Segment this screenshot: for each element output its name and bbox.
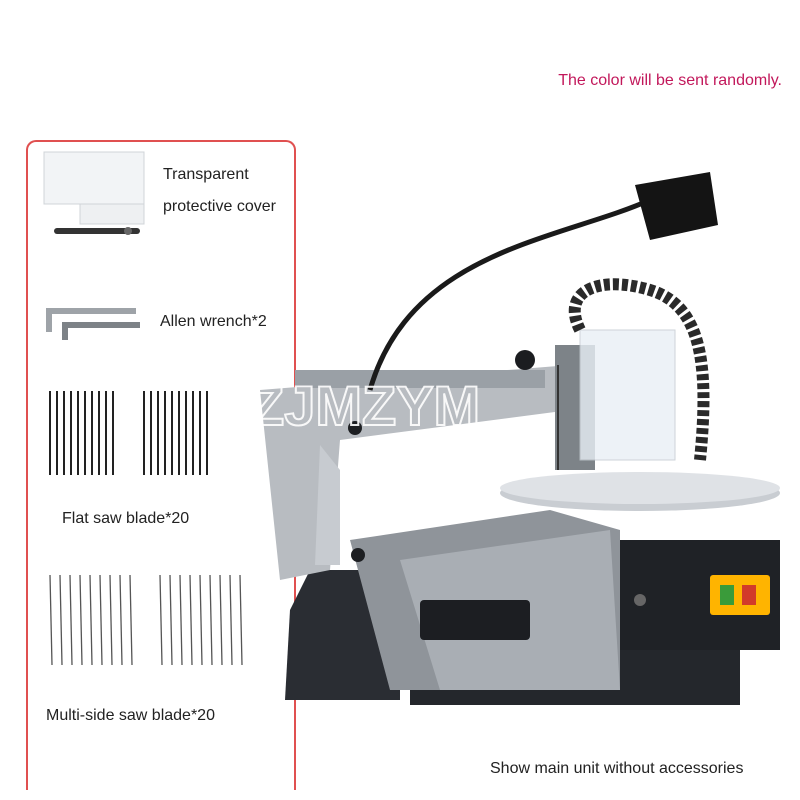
multi-blade-label: Multi-side saw blade*20 xyxy=(46,707,215,724)
multi-blades-image xyxy=(49,574,243,666)
flat-blade-label: Flat saw blade*20 xyxy=(62,510,190,527)
power-switch-box xyxy=(710,575,770,615)
blade-guard xyxy=(579,329,676,461)
color-note: The color will be sent randomly. xyxy=(558,72,782,89)
wrench-label: Allen wrench*2 xyxy=(160,313,267,330)
protective-cover-image xyxy=(43,151,145,235)
flat-blades-image xyxy=(49,391,208,475)
main-unit-caption: Show main unit without accessories xyxy=(490,760,744,777)
saw-arm xyxy=(260,365,570,580)
allen-wrench-image xyxy=(46,308,140,340)
power-off-icon xyxy=(742,585,756,605)
cover-label-line1: Transparent xyxy=(163,166,249,183)
scroll-saw-image: ZJMZYM xyxy=(249,172,780,705)
speed-knob-icon xyxy=(634,594,646,606)
cover-label-line2: protective cover xyxy=(163,198,276,215)
power-on-icon xyxy=(720,585,734,605)
watermark-text: ZJMZYM xyxy=(250,374,480,437)
lamp-arm xyxy=(367,197,652,391)
lamp-head xyxy=(635,172,718,240)
tension-knob-icon xyxy=(515,350,535,370)
blower-hose xyxy=(568,278,710,461)
